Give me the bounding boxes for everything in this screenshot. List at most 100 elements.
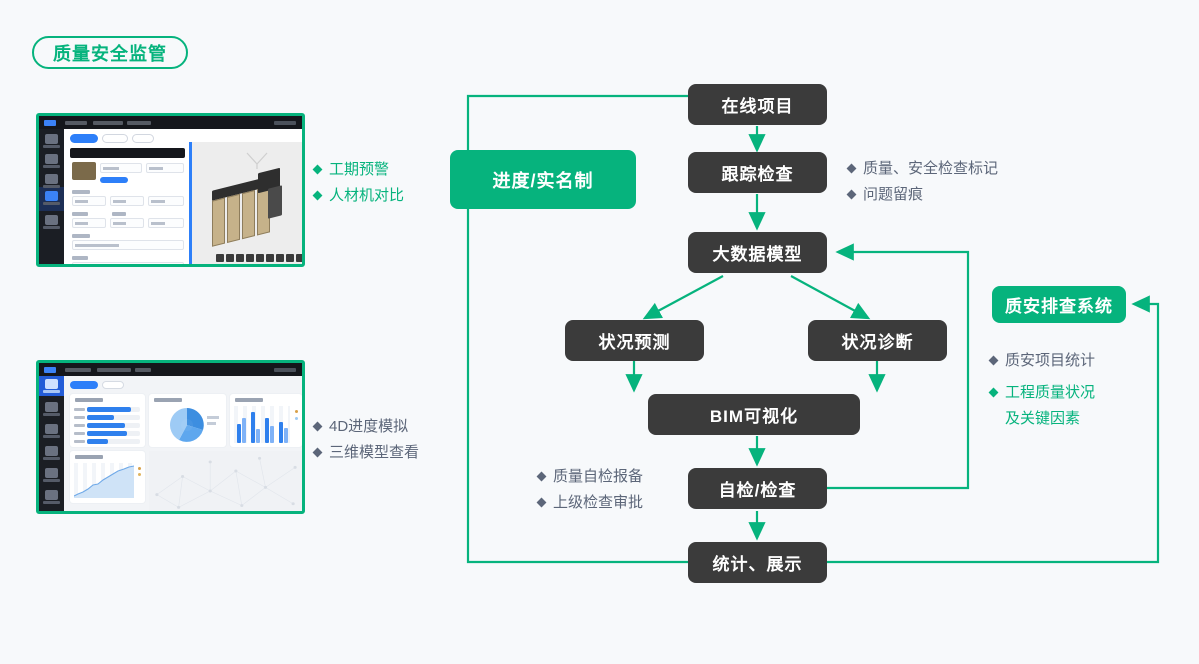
- bullet-item: 质量自检报备: [536, 464, 644, 490]
- bullet-item: 4D进度模拟: [312, 414, 419, 440]
- bullet-text: 工期预警: [329, 161, 390, 178]
- sidebar-icon-reports[interactable]: [43, 446, 60, 460]
- diamond-bullet-icon: [312, 421, 323, 432]
- tab-active[interactable]: [70, 134, 98, 143]
- flow-node-label: 在线项目: [721, 97, 794, 116]
- area-series: [73, 463, 135, 498]
- field-input[interactable]: [148, 196, 184, 206]
- chart-card-area[interactable]: [70, 451, 145, 503]
- card-title: [75, 455, 103, 459]
- sidebar-icon-quality[interactable]: [43, 191, 60, 205]
- tab-inactive[interactable]: [132, 134, 154, 143]
- flow-node-bigdata-model[interactable]: 大数据模型: [688, 232, 827, 273]
- flow-node-bim-visual[interactable]: BIM可视化: [648, 394, 860, 435]
- field-description[interactable]: [72, 262, 184, 264]
- tab-inactive[interactable]: [102, 134, 128, 143]
- page-title-badge: 质量安全监管: [32, 36, 188, 69]
- field-label: [112, 212, 126, 216]
- field-select[interactable]: [72, 196, 106, 206]
- field-select[interactable]: [110, 196, 144, 206]
- screenshot-dashboard[interactable]: [36, 360, 305, 514]
- diamond-bullet-icon: [312, 190, 323, 201]
- diamond-bullet-icon: [312, 164, 323, 175]
- status-badge: [100, 177, 128, 183]
- sidebar-icon-dashboard[interactable]: [43, 379, 60, 393]
- app-topbar: [39, 116, 302, 129]
- field-label: [72, 234, 90, 238]
- app-logo-icon: [44, 367, 56, 373]
- bullet-item: 工期预警: [312, 157, 404, 183]
- sidebar-icon-tasks[interactable]: [43, 154, 60, 168]
- green-node-label: 质安排查系统: [1005, 297, 1113, 316]
- sidebar-icon-settings[interactable]: [43, 490, 60, 504]
- breadcrumb-item: [65, 368, 91, 372]
- diamond-bullet-icon: [846, 189, 857, 200]
- field-code[interactable]: [146, 163, 184, 173]
- bullet-item: 工程质量状况 及关键因素: [988, 380, 1095, 432]
- section-header: [70, 148, 185, 158]
- topbar-user-area[interactable]: [274, 121, 296, 125]
- card-title: [75, 398, 103, 402]
- bullet-text: 质量自检报备: [553, 468, 644, 485]
- annotation-self-inspection-left: 质量自检报备 上级检查审批: [536, 464, 644, 516]
- bullet-text: 质安项目统计: [1005, 352, 1096, 369]
- model-viewport[interactable]: [192, 142, 302, 264]
- green-node-quality-safety-system[interactable]: 质安排查系统: [992, 286, 1126, 323]
- field-remark[interactable]: [72, 240, 184, 250]
- app-topbar: [39, 363, 302, 376]
- field-select[interactable]: [110, 218, 144, 228]
- model-timeline-ruler[interactable]: [216, 254, 302, 262]
- card-title: [154, 398, 182, 402]
- component-thumbnail[interactable]: [72, 162, 96, 180]
- field-name[interactable]: [100, 163, 142, 173]
- flow-node-label: 统计、展示: [712, 555, 803, 574]
- bullet-text: 人材机对比: [329, 187, 405, 204]
- sidebar-icon-docs[interactable]: [43, 174, 60, 188]
- topbar-user-area[interactable]: [274, 368, 296, 372]
- flow-node-label: BIM可视化: [709, 407, 799, 426]
- bullet-item: 上级检查审批: [536, 490, 644, 516]
- bullet-item: 问题留痕: [846, 182, 998, 208]
- flow-node-status-diagnose[interactable]: 状况诊断: [808, 320, 947, 361]
- bullet-text: 问题留痕: [863, 186, 924, 203]
- sidebar-icon-team[interactable]: [43, 424, 60, 438]
- green-node-progress-realname[interactable]: 进度/实名制: [450, 150, 636, 209]
- chart-card-columns[interactable]: [230, 394, 302, 447]
- bullet-item: 三维模型查看: [312, 440, 419, 466]
- sidebar-icon-home[interactable]: [43, 134, 60, 148]
- diamond-bullet-icon: [988, 355, 999, 366]
- flow-node-self-inspection[interactable]: 自检/检查: [688, 468, 827, 509]
- panel-splitter[interactable]: [189, 142, 192, 264]
- sidebar-icon-alerts[interactable]: [43, 468, 60, 482]
- sidebar-icon-projects[interactable]: [43, 402, 60, 416]
- app-content: [64, 376, 302, 511]
- bullet-text: 上级检查审批: [553, 494, 644, 511]
- field-select[interactable]: [72, 218, 106, 228]
- green-node-label: 进度/实名制: [492, 170, 594, 191]
- chart-card-horizontal-bars[interactable]: [70, 394, 145, 447]
- component-form-panel: [70, 134, 185, 264]
- breadcrumb-item: [127, 121, 151, 125]
- tab-active[interactable]: [70, 381, 98, 389]
- flow-node-status-forecast[interactable]: 状况预测: [565, 320, 704, 361]
- screenshot-bim-form[interactable]: [36, 113, 305, 267]
- field-label: [72, 212, 88, 216]
- bullet-subtext: 及关键因素: [1005, 410, 1081, 427]
- chart-card-pie[interactable]: [149, 394, 226, 447]
- breadcrumb-item: [93, 121, 123, 125]
- flow-node-online-project[interactable]: 在线项目: [688, 84, 827, 125]
- field-input[interactable]: [148, 218, 184, 228]
- tab-inactive[interactable]: [102, 381, 124, 389]
- bullet-text: 质量、安全检查标记: [863, 160, 999, 177]
- sidebar-icon-settings[interactable]: [43, 215, 60, 229]
- diamond-bullet-icon: [536, 497, 547, 508]
- bullet-item: 人材机对比: [312, 183, 405, 209]
- flow-node-tracking-check[interactable]: 跟踪检查: [688, 152, 827, 193]
- flow-node-label: 跟踪检查: [721, 165, 794, 184]
- annotation-progress-left: 工期预警 人材机对比: [312, 157, 405, 209]
- building-3d-model: [212, 167, 298, 252]
- flow-node-stats-display[interactable]: 统计、展示: [688, 542, 827, 583]
- page-title: 质量安全监管: [53, 43, 167, 64]
- flow-node-label: 状况预测: [598, 333, 671, 352]
